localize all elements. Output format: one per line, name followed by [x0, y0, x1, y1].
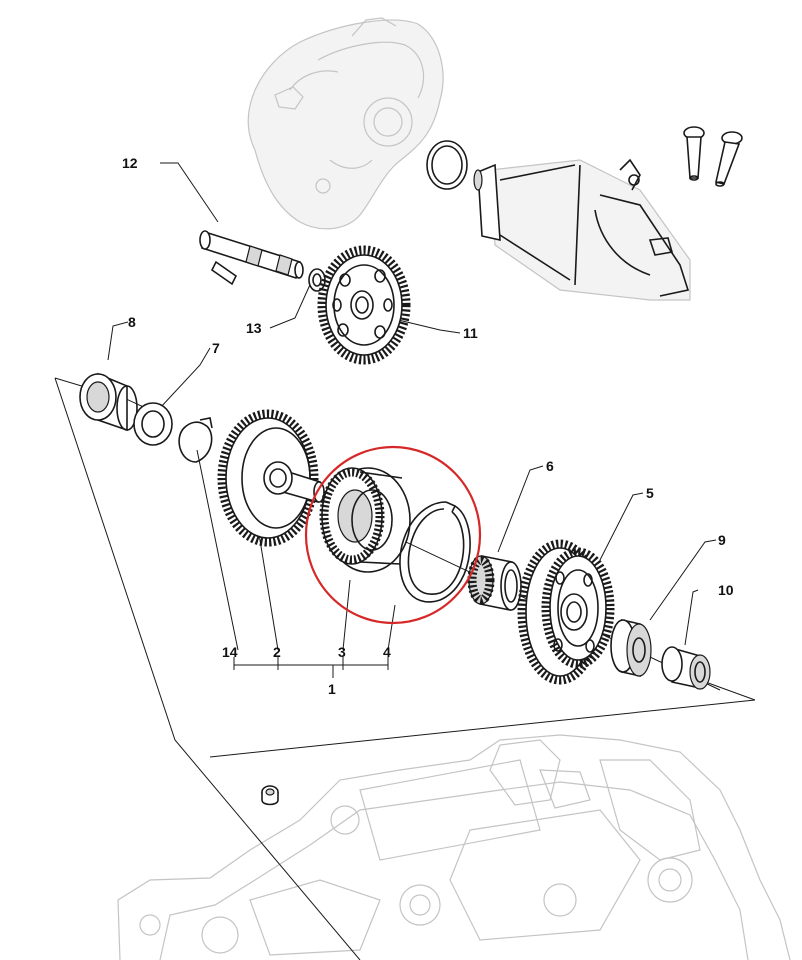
starter-motor-part [473, 158, 691, 301]
dowel-pin-part [261, 785, 279, 806]
callout-label-12: 12 [122, 155, 138, 171]
thrust-washer-part [133, 402, 173, 446]
idler-gear-part [217, 409, 325, 547]
starter-driven-gear-part [517, 539, 615, 685]
callout-label-2: 2 [273, 644, 281, 660]
callout-label-14: 14 [222, 644, 238, 660]
pin-part [210, 260, 238, 286]
snap-ring-part [399, 501, 471, 603]
spacer-washer-part [610, 619, 652, 677]
engine-cover-ghost [247, 17, 444, 230]
callout-label-6: 6 [546, 458, 554, 474]
callout-label-9: 9 [718, 532, 726, 548]
callout-label-11: 11 [463, 325, 478, 341]
bolt-part [715, 131, 743, 187]
callout-label-3: 3 [338, 644, 346, 660]
callout-label-7: 7 [212, 340, 220, 356]
bolt-part [683, 126, 705, 181]
highlight-circle [304, 445, 482, 625]
callout-label-1: 1 [328, 681, 336, 697]
freewheel-clutch-part [319, 467, 411, 573]
o-ring-part [426, 140, 468, 190]
crankcase-ghost [117, 734, 791, 960]
callout-label-4: 4 [383, 644, 391, 660]
callout-label-5: 5 [646, 485, 654, 501]
callout-label-10: 10 [718, 582, 734, 598]
callout-label-8: 8 [128, 314, 136, 330]
callout-label-13: 13 [246, 320, 262, 336]
roller-bearing-part [467, 555, 522, 611]
large-gear-part [317, 245, 411, 365]
shaft-part [199, 230, 304, 280]
needle-bearing-part [79, 372, 138, 432]
bushing-part [661, 646, 711, 690]
circlip-part [178, 417, 213, 463]
